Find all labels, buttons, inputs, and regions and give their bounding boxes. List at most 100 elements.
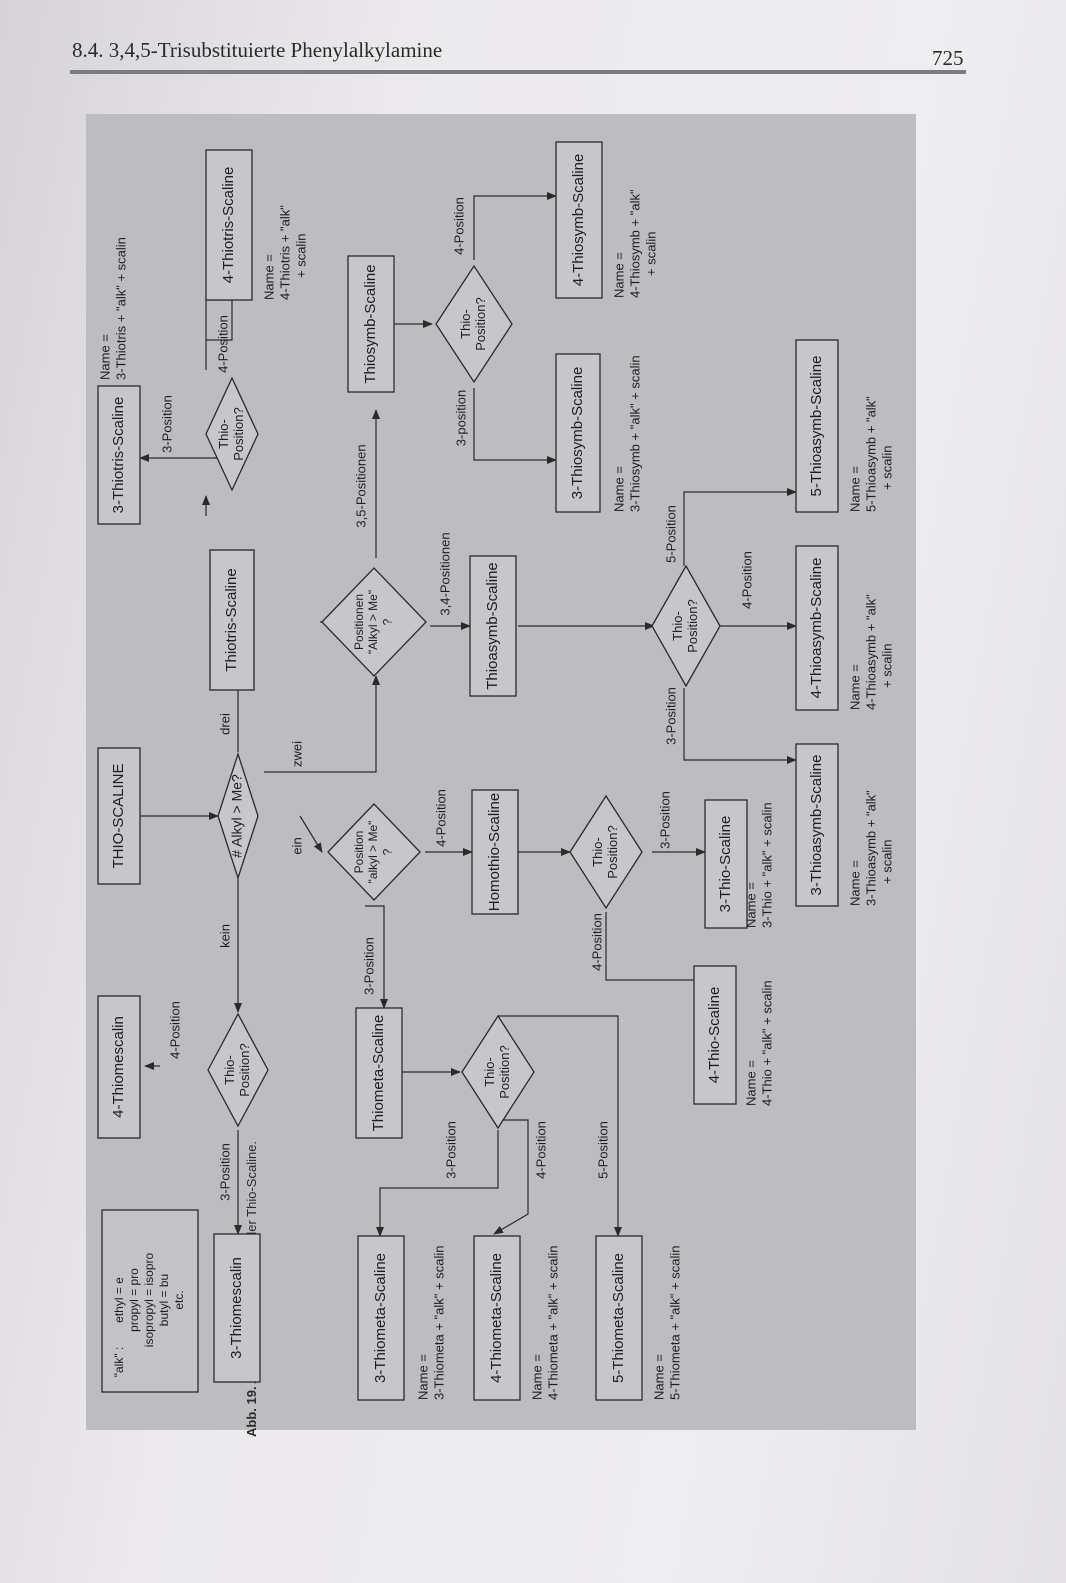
node-thiosymb-4-label: 4-Thiosymb-Scaline xyxy=(570,154,587,287)
edge-label-thioasymb-5: 5-Position xyxy=(663,505,678,563)
edge-label-ein: ein xyxy=(289,837,304,854)
alkyl-count-decision-label: # Alkyl > Me? xyxy=(229,774,245,858)
name-formula-thiosymb-4: Name =4-Thiosymb + "alk"+ scalin xyxy=(611,189,658,298)
edge-label-drei: drei xyxy=(217,713,232,735)
nomenclature-flowchart: THIO-SCALINE 4-Thiomescalin 3-Thiomescalin… xyxy=(97,141,894,1401)
edge-label-thiosymb-3: 3-position xyxy=(453,390,468,446)
node-thiosymb-3-label: 3-Thiosymb-Scaline xyxy=(569,367,586,500)
name-formula-line: 3-Thiometa + "alk" + scalin xyxy=(431,1246,446,1400)
edge-label-drei-line: drei xyxy=(217,713,232,735)
edge-label-mescalin-3-position-line: 3-Position xyxy=(217,1143,232,1201)
edge-label-homothio-3-line: 3-Position xyxy=(657,791,672,849)
to-5-thioasymb xyxy=(683,488,797,566)
name-formula-line: 4-Thiometa + "alk" + scalin xyxy=(545,1246,560,1400)
node-thiometa-box xyxy=(355,1007,403,1139)
edge-label-thiosymb-4: 4-Position xyxy=(451,197,466,255)
name-formula-line: + scalin xyxy=(643,232,658,276)
node-thiosymb-3-label-line: 3-Thiosymb-Scaline xyxy=(569,367,586,500)
node-thio-3-label: 3-Thio-Scaline xyxy=(717,816,734,913)
thiosymb-thio-position-decision-diamond xyxy=(435,264,513,384)
node-thioasymb-4-box xyxy=(795,545,839,711)
node-thioasymb-4-label: 4-Thioasymb-Scaline xyxy=(808,558,825,699)
node-thio-3-box xyxy=(704,799,748,929)
homothio-thio-position-decision-label-line: Position? xyxy=(605,825,620,878)
position-alkyl-decision-label: Position"alkyl > Me"? xyxy=(352,821,394,884)
flowchart-shapes: THIO-SCALINE 4-Thiomescalin 3-Thiomescalin… xyxy=(97,141,839,1401)
node-thiotris-4-label-line: 4-Thiotris-Scaline xyxy=(220,167,237,284)
node-thioasymb-3-label: 3-Thioasymb-Scaline xyxy=(808,755,825,896)
node-mescalin-4-box xyxy=(97,995,141,1139)
homothio-thio-position-decision-label: Thio-Position? xyxy=(590,825,620,878)
edge-label-3-5-positionen: 3,5-Positionen xyxy=(353,444,368,527)
name-formula-line: Name = xyxy=(743,882,758,928)
node-thiometa-5-label: 5-Thiometa-Scaline xyxy=(610,1253,627,1383)
edge-label-zwei: zwei xyxy=(289,741,304,767)
alk-legend-box xyxy=(101,1209,199,1393)
node-thiotris-3-box xyxy=(97,385,141,525)
node-thioasymb-4-label-line: 4-Thioasymb-Scaline xyxy=(808,558,825,699)
name-formula-line: + scalin xyxy=(293,234,308,278)
header-rule xyxy=(70,70,966,74)
zwei-branch xyxy=(264,675,380,773)
edge-label-thioasymb-4: 4-Position xyxy=(739,551,754,609)
edge-label-mescalin-4-position-line: 4-Position xyxy=(167,1001,182,1059)
node-thioasymb-label: Thioasymb-Scaline xyxy=(484,562,501,690)
name-formula-line: Name = xyxy=(651,1354,666,1400)
node-thioasymb-3-box xyxy=(795,743,839,907)
name-formula-line: Name = xyxy=(97,334,112,380)
alk-legend-entry: etc. xyxy=(172,1290,186,1309)
name-formula-line: Name = xyxy=(847,466,862,512)
edge-label-homothio-4-line: 4-Position xyxy=(589,913,604,971)
edge-label-thioasymb-3: 3-Position xyxy=(663,687,678,745)
node-thiometa-3-label-line: 3-Thiometa-Scaline xyxy=(372,1253,389,1383)
page-number: 725 xyxy=(932,46,964,70)
edge-label-3-4-positionen: 3,4-Positionen xyxy=(437,532,452,615)
thiotris-thio-position-decision-diamond xyxy=(205,376,259,492)
node-thio-4-label: 4-Thio-Scaline xyxy=(706,987,723,1084)
node-thiosymb-3-box xyxy=(555,353,601,513)
name-formula-thioasymb-5: Name =5-Thioasymb + "alk"+ scalin xyxy=(847,396,894,512)
node-thioasymb-5-label-line: 5-Thioasymb-Scaline xyxy=(808,356,825,497)
thioasymb-thio-position-decision-label-line: Position? xyxy=(685,599,700,652)
node-thiotris-3-label: 3-Thiotris-Scaline xyxy=(110,397,127,514)
node-root-label-line: THIO-SCALINE xyxy=(110,763,127,868)
node-mescalin-3-label-line: 3-Thiomescalin xyxy=(228,1257,245,1359)
to-3-thiometa xyxy=(376,1130,499,1237)
position-alkyl-decision-label-line: "alkyl > Me" xyxy=(366,821,380,884)
name-formula-line: 4-Thio + "alk" + scalin xyxy=(759,980,774,1106)
node-homothio-label-line: Homothio-Scaline xyxy=(486,793,503,911)
homothio-thio-position-decision-label-line: Thio- xyxy=(590,837,605,867)
name-formula-thiosymb-3: Name =3-Thiosymb + "alk" + scalin xyxy=(611,355,642,512)
node-thioasymb-5-box xyxy=(795,339,839,513)
mescalin-thio-position-decision-label-line: Position? xyxy=(237,1043,252,1096)
edge-label-thiotris-3-line: 3-Position xyxy=(159,395,174,453)
edge-label-thiometa-5-line: 5-Position xyxy=(595,1121,610,1179)
node-thiometa-5-box xyxy=(595,1235,643,1401)
thiotris-thio-position-decision-label-line: Position? xyxy=(231,407,246,460)
name-formula-thio-3: Name =3-Thio + "alk" + scalin xyxy=(743,802,774,928)
thioasymb-thio-position-decision-label-line: Thio- xyxy=(670,611,685,641)
edge-label-homothio-4: 4-Position xyxy=(589,913,604,971)
thioasymb-thio-position-decision-diamond xyxy=(651,564,721,688)
edge-label-thioasymb-4-line: 4-Position xyxy=(739,551,754,609)
position-alkyl-decision-label-line: Position xyxy=(352,831,366,874)
ein-branch xyxy=(299,815,323,853)
positionen-alkyl-decision-label-line: ? xyxy=(380,618,394,625)
node-thiometa-4-label: 4-Thiometa-Scaline xyxy=(488,1253,505,1383)
name-formula-line: 4-Thioasymb + "alk" xyxy=(863,594,878,710)
connector-lines xyxy=(139,192,797,1237)
alk-legend-key: "alk" : xyxy=(112,1347,126,1378)
name-formula-line: 5-Thioasymb + "alk" xyxy=(863,396,878,512)
node-mescalin-4-label-line: 4-Thiomescalin xyxy=(110,1016,127,1118)
name-formula-line: Name = xyxy=(611,466,626,512)
node-thiometa-4-label-line: 4-Thiometa-Scaline xyxy=(488,1253,505,1383)
node-thiotris-4-box xyxy=(205,149,253,301)
name-formula-line: Name = xyxy=(847,664,862,710)
name-formula-line: 4-Thiotris + "alk" xyxy=(277,205,292,300)
edge-label-thiometa-4: 4-Position xyxy=(533,1121,548,1179)
edge-label-thiosymb-3-line: 3-position xyxy=(453,390,468,446)
edge-label-position-alkyl-3: 3-Position xyxy=(361,937,376,995)
edge-label-position-alkyl-4: 4-Position xyxy=(433,789,448,847)
alk-legend-entry: propyl = pro xyxy=(127,1268,141,1332)
node-thiotris-box xyxy=(209,549,255,691)
